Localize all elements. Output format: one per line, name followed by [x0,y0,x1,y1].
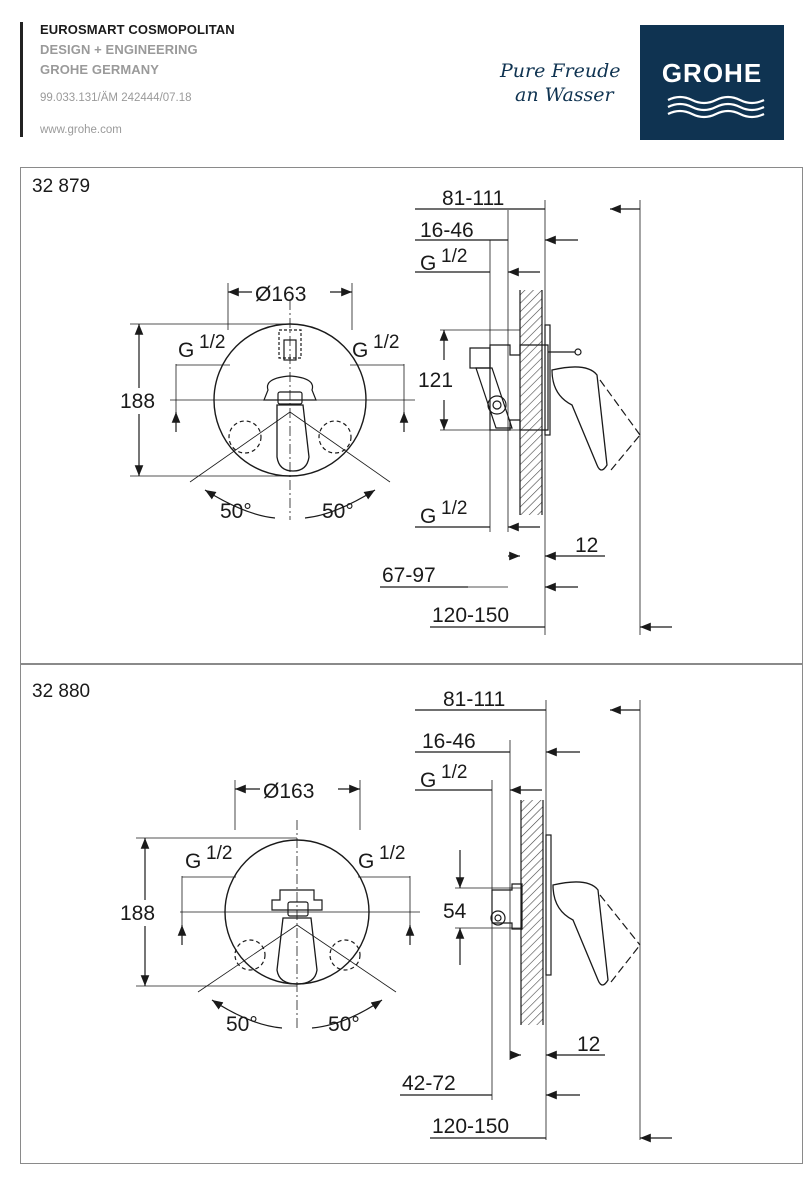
model-number-32880: 32 880 [32,681,90,702]
header-line-germany: GROHE GERMANY [40,62,160,77]
panel-1-drawing: 32 879 Ø163 188 [32,176,672,635]
dim-wall-label: 12 [575,534,598,557]
dim-offset-label-2: 54 [443,900,467,923]
right-thread-fraction-2: 1/2 [379,843,405,864]
dim-mid-label-2: 16-46 [422,730,476,753]
side-thread-bottom: G [420,505,436,528]
height-label: 188 [120,390,155,413]
panel-32880 [20,664,803,1164]
angle-right-label-2: 50° [328,1013,360,1036]
left-thread-fraction: 1/2 [199,332,225,353]
left-thread-label: G [178,339,194,362]
product-title: EUROSMART COSMOPOLITAN [40,22,235,37]
left-thread-fraction-2: 1/2 [206,843,232,864]
dim-offset-label: 121 [418,369,453,392]
side-thread-top-fraction: 1/2 [441,246,467,267]
right-thread-label: G [352,339,368,362]
panel-32879 [20,167,803,664]
header-rule [20,22,23,137]
front-view-2: Ø163 188 G 1/2 G 1/2 50° 50° [120,780,420,1036]
front-view-1: Ø163 188 G 1/2 G 1/2 50° 50° [120,283,415,523]
slogan-line-2: an Wasser [515,84,614,106]
dim-depth-b-label: 120-150 [432,604,509,627]
angle-right-label: 50° [322,500,354,523]
logo-wordmark: GROHE [661,58,763,88]
dim-top-label: 81-111 [442,187,504,210]
dim-depth-a-label: 67-97 [382,564,436,587]
dim-top-label-2: 81-111 [443,688,505,711]
logo-wave-icon [667,95,765,119]
panel-2-drawing: 32 880 Ø163 188 G 1/2 [32,681,672,1143]
model-number-32879: 32 879 [32,176,90,197]
slogan-line-1: Pure Freude [500,60,621,82]
side-view-1: 81-111 16-46 G 1/2 121 G 1/2 12 [380,187,672,635]
side-thread-bottom-fraction: 1/2 [441,498,467,519]
right-thread-fraction: 1/2 [373,332,399,353]
diameter-label-2: Ø163 [263,780,314,803]
grohe-logo: GROHE [640,25,784,140]
document-code: 99.033.131/ÄM 242444/07.18 [40,92,192,104]
website-link[interactable]: www.grohe.com [40,124,122,136]
left-thread-label-2: G [185,850,201,873]
dim-wall-label-2: 12 [577,1033,600,1056]
angle-left-label-2: 50° [226,1013,258,1036]
dim-depth-b-label-2: 120-150 [432,1115,509,1138]
dim-mid-label: 16-46 [420,219,474,242]
side-thread-top-fraction-2: 1/2 [441,762,467,783]
header-line-design: DESIGN + ENGINEERING [40,42,198,57]
diameter-label: Ø163 [255,283,306,306]
right-thread-label-2: G [358,850,374,873]
side-thread-top: G [420,252,436,275]
side-view-2: 81-111 16-46 G 1/2 54 12 42-72 120-150 [400,688,672,1143]
height-label-2: 188 [120,902,155,925]
dim-depth-a-label-2: 42-72 [402,1072,456,1095]
side-thread-top-2: G [420,769,436,792]
angle-left-label: 50° [220,500,252,523]
